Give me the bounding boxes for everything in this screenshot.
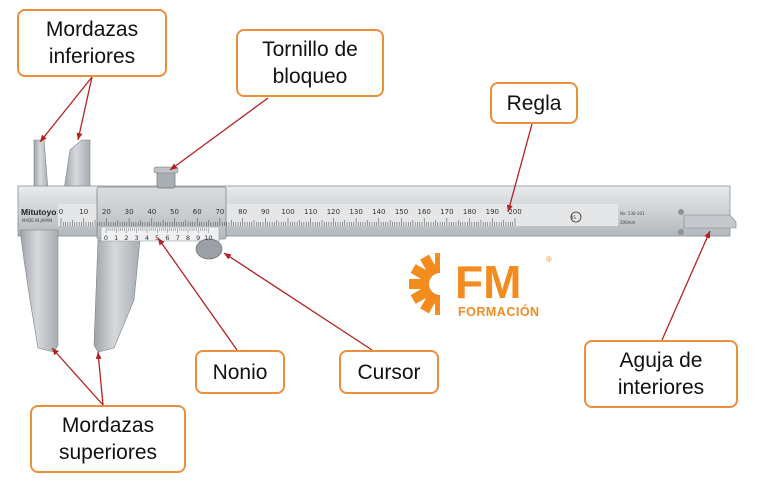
arrow-mordazas-inferiores-2 xyxy=(76,76,93,141)
arrow-mordazas-inferiores-1 xyxy=(39,76,93,143)
gear-icon xyxy=(409,253,480,315)
slider-upper-jaw xyxy=(63,139,91,191)
arrow-tornillo-bloqueo xyxy=(169,97,269,171)
label-line: inferiores xyxy=(48,45,136,68)
jis-mark xyxy=(570,211,582,223)
depth-rod xyxy=(683,214,737,229)
vernier-scale-number: 3 xyxy=(135,234,139,242)
label-line: interiores xyxy=(617,376,705,399)
main-scale-number: 130 xyxy=(349,208,362,216)
main-scale-number: 30 xyxy=(125,208,134,216)
slider-lower-jaw xyxy=(93,239,141,353)
vernier-scale-number: 1 xyxy=(114,234,118,242)
callout-arrows xyxy=(39,76,711,406)
main-scale-number: 180 xyxy=(463,208,476,216)
main-scale-number: 50 xyxy=(170,208,179,216)
label-line: Tornillo de xyxy=(262,38,358,61)
locking-screw-head xyxy=(153,166,179,174)
end-screw-bottom xyxy=(678,229,684,235)
main-scale-number: 110 xyxy=(304,208,317,216)
label-line: Mordazas xyxy=(45,18,139,41)
arrow-mordazas-superiores-2 xyxy=(95,351,104,406)
vernier-scale-number: 5 xyxy=(155,234,159,242)
label-nonio: Nonio xyxy=(195,350,285,394)
arrow-regla xyxy=(506,123,533,213)
caliper-brand-sub: MADE IN JAPAN xyxy=(22,218,52,223)
label-mordazas-inferiores: Mordazas inferiores xyxy=(17,9,167,77)
main-scale-number: 10 xyxy=(79,208,88,216)
main-scale-number: 150 xyxy=(395,208,408,216)
vernier-scale-number: 4 xyxy=(145,234,149,242)
main-scale-number: 0 xyxy=(59,208,63,216)
main-scale-number: 170 xyxy=(440,208,453,216)
label-line: Cursor xyxy=(357,360,421,384)
main-scale-number: 160 xyxy=(418,208,431,216)
label-line: Mordazas xyxy=(61,414,155,437)
main-scale-number: 140 xyxy=(372,208,385,216)
main-scale-number: 190 xyxy=(486,208,499,216)
label-aguja-interiores: Aguja de interiores xyxy=(584,340,738,408)
arrow-cursor xyxy=(223,252,373,351)
caliper-range: 200mm xyxy=(620,220,636,225)
label-line: Regla xyxy=(506,91,562,115)
vernier-scale-number: 8 xyxy=(186,234,190,242)
main-scale-number: 20 xyxy=(102,208,111,216)
vernier-scale-number: 7 xyxy=(176,234,180,242)
arrow-mordazas-superiores-1 xyxy=(51,347,104,406)
main-scale-number: 200 xyxy=(508,208,521,216)
main-scale-number: 90 xyxy=(261,208,270,216)
label-line: superiores xyxy=(58,441,158,464)
vernier-scale-number: 9 xyxy=(196,234,200,242)
main-scale-number: 60 xyxy=(193,208,202,216)
arrow-aguja-interiores xyxy=(661,230,711,341)
main-scale-numbers: 0 10 20 30 40 50 60 70 80 90 100 110 120 130 140 150 160… xyxy=(59,208,522,216)
logo-letters: FM xyxy=(455,256,521,308)
fixed-lower-jaw xyxy=(19,229,59,353)
main-scale-ticks xyxy=(60,218,516,226)
main-scale-number: 100 xyxy=(281,208,294,216)
caliper-brand: Mitutoyo xyxy=(21,207,56,217)
label-line: Nonio xyxy=(212,360,268,384)
vernier-plate xyxy=(100,226,220,242)
thumb-roller xyxy=(195,238,223,260)
logo-subtitle: FORMACIÓN xyxy=(458,304,540,319)
label-regla: Regla xyxy=(490,82,578,124)
caliper-model: No. 530-101 xyxy=(620,211,645,216)
label-cursor: Cursor xyxy=(339,350,439,394)
vernier-scale-number: 10 xyxy=(204,234,212,242)
vernier-scale-number: 6 xyxy=(165,234,169,242)
vernier-scale-number: 0 xyxy=(104,234,108,242)
vernier-scale-ticks xyxy=(105,228,209,233)
main-scale-number: 70 xyxy=(215,208,224,216)
label-line: bloqueo xyxy=(272,65,348,88)
fm-formacion-logo: FM ® FORMACIÓN xyxy=(409,253,552,319)
arrow-nonio xyxy=(157,237,238,351)
main-scale-number: 40 xyxy=(147,208,156,216)
label-mordazas-superiores: Mordazas superiores xyxy=(30,405,186,473)
label-tornillo-bloqueo: Tornillo de bloqueo xyxy=(236,29,384,97)
fixed-upper-jaw xyxy=(33,139,49,191)
jis-mark-text: JIS xyxy=(570,215,576,220)
main-scale-number: 120 xyxy=(327,208,340,216)
gear-tooth xyxy=(409,279,422,289)
end-screw-top xyxy=(678,209,684,215)
logo-registered-mark: ® xyxy=(546,255,552,264)
label-line: Aguja de xyxy=(619,349,703,372)
main-scale-number: 80 xyxy=(238,208,247,216)
vernier-scale-number: 2 xyxy=(124,234,128,242)
